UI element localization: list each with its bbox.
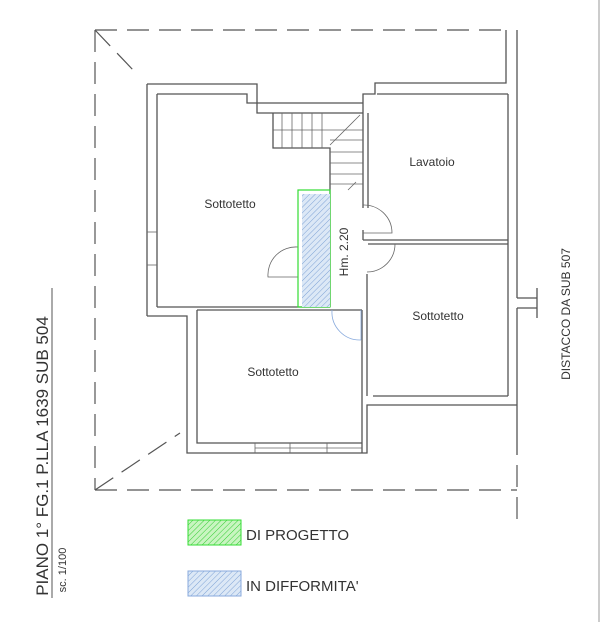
outer-walls xyxy=(146,30,538,455)
staircase xyxy=(272,113,363,191)
drawing-title: PIANO 1° FG.1 P.LLA 1639 SUB 504 xyxy=(33,316,52,596)
room-label-sottotetto-left: Sottotetto xyxy=(204,197,256,211)
room-label-sottotetto-right: Sottotetto xyxy=(412,309,464,323)
legend-swatch-green xyxy=(187,519,242,546)
legend-swatch-blue xyxy=(187,570,242,597)
legend-label-difformita: IN DIFFORMITA' xyxy=(246,578,359,595)
legend-label-progetto: DI PROGETTO xyxy=(246,527,349,544)
blue-hatched-wall xyxy=(302,194,330,307)
legend: DI PROGETTO IN DIFFORMITA' xyxy=(187,519,359,597)
room-label-sottotetto-bottom: Sottotetto xyxy=(247,365,299,379)
doors xyxy=(267,204,396,341)
room-label-lavatoio: Lavatoio xyxy=(409,155,455,169)
side-label: DISTACCO DA SUB 507 xyxy=(559,248,573,380)
scale-label: sc. 1/100 xyxy=(57,548,69,593)
height-label: Hm. 2.20 xyxy=(337,227,351,276)
roof-outline xyxy=(94,29,518,520)
